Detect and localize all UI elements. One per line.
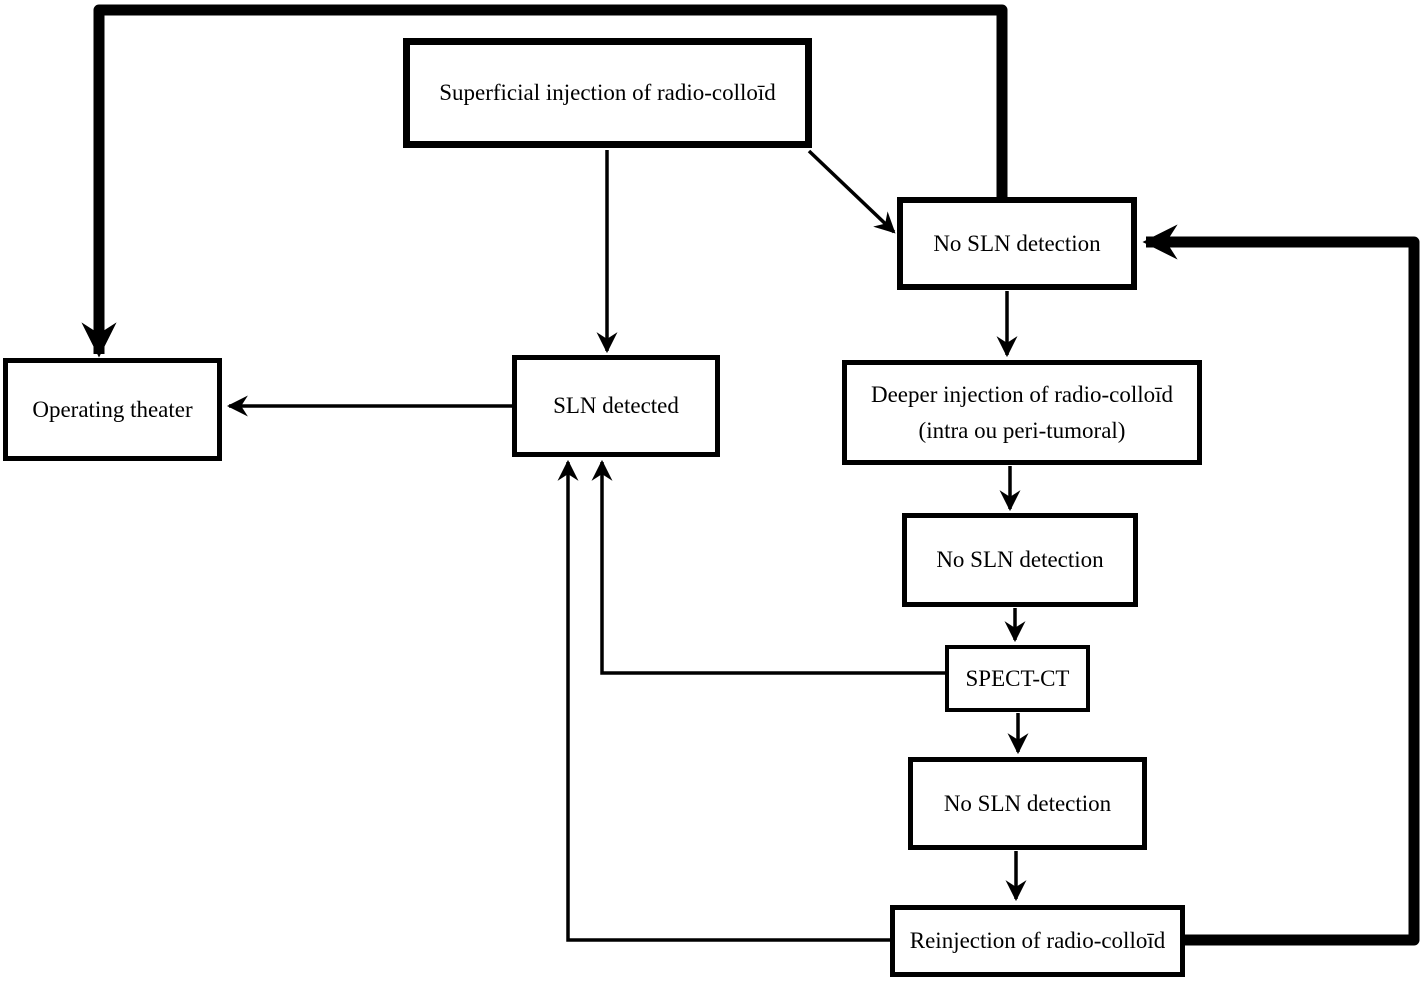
node-superficial-injection: Superficial injection of radio-colloīd (403, 38, 812, 148)
node-no-sln-detection-2-label: No SLN detection (936, 547, 1104, 573)
node-no-sln-detection-1: No SLN detection (897, 197, 1137, 290)
node-sln-detected: SLN detected (512, 355, 720, 457)
arrow-no-sln-1-loop-to-operating-theater (81, 4, 1008, 358)
node-sln-detected-label: SLN detected (553, 393, 679, 419)
node-spect-ct-label: SPECT-CT (965, 665, 1070, 691)
node-reinjection: Reinjection of radio-colloīd (890, 905, 1185, 977)
arrow-superficial-to-no-sln-1 (807, 149, 896, 234)
node-operating-theater-label: Operating theater (32, 396, 193, 422)
arrow-reinjection-to-sln-detected (557, 459, 890, 942)
node-no-sln-detection-3: No SLN detection (908, 757, 1147, 850)
arrow-reinjection-loop-to-no-sln-1 (1142, 224, 1420, 946)
node-no-sln-detection-3-label: No SLN detection (943, 790, 1112, 816)
node-deeper-injection-label-line2: (intra ou peri-tumoral) (918, 417, 1126, 443)
node-no-sln-detection-2: No SLN detection (902, 513, 1138, 607)
node-deeper-injection-label-line1: Deeper injection of radio-colloīd (870, 381, 1174, 407)
node-spect-ct: SPECT-CT (945, 645, 1090, 712)
node-reinjection-label: Reinjection of radio-colloīd (909, 928, 1166, 954)
arrow-spect-ct-to-sln-detected (591, 459, 945, 675)
node-superficial-injection-label: Superficial injection of radio-colloīd (439, 80, 776, 106)
node-no-sln-detection-1-label: No SLN detection (933, 230, 1101, 256)
node-deeper-injection: Deeper injection of radio-colloīd (intra… (842, 360, 1202, 465)
node-operating-theater: Operating theater (3, 358, 222, 461)
